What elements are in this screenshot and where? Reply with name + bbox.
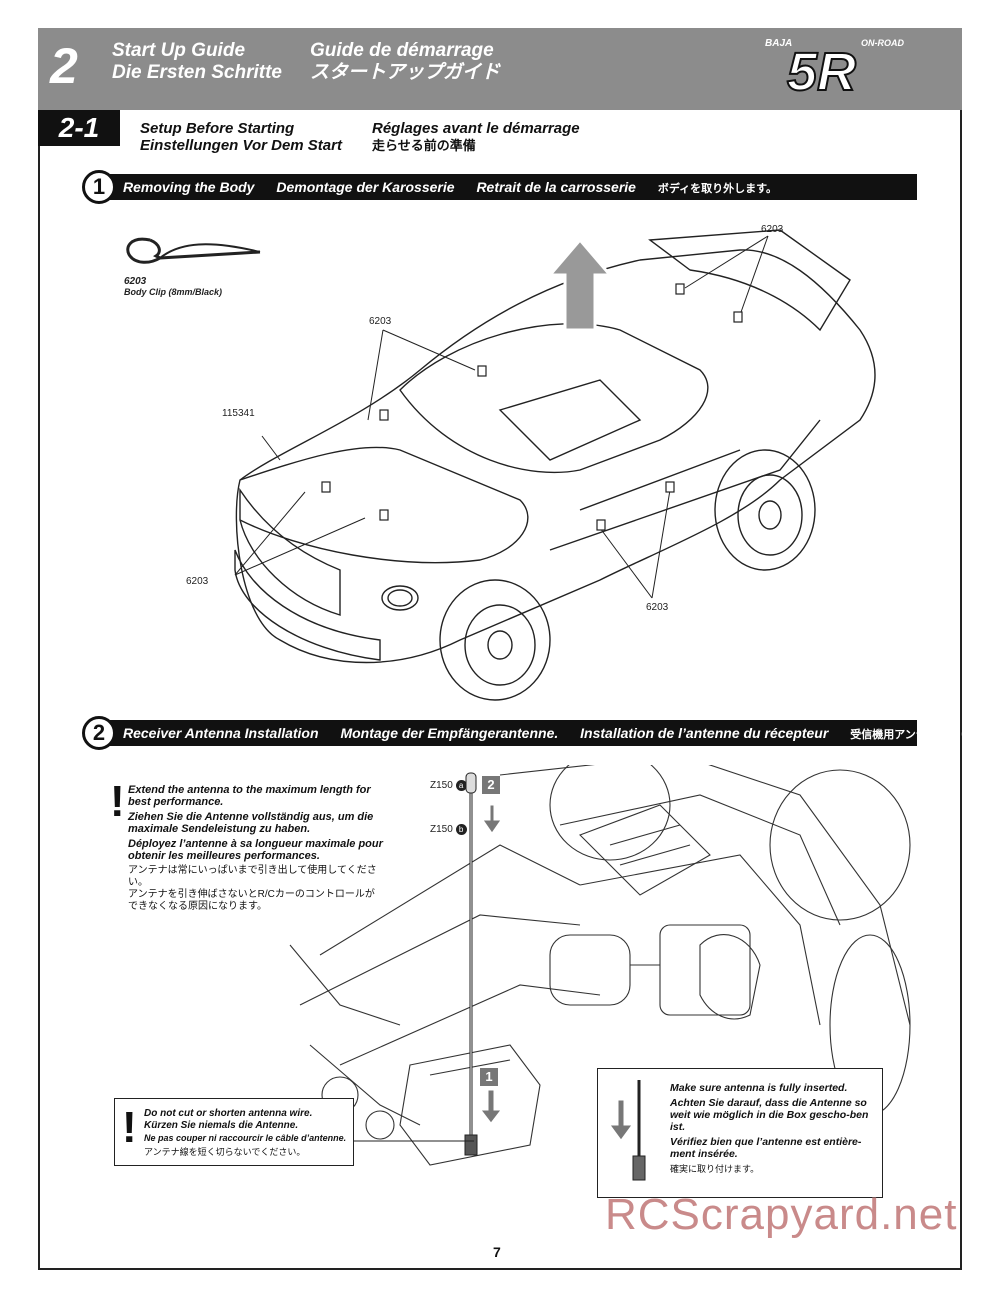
step2-title-de: Montage der Empfängerantenne. (340, 725, 559, 741)
step1-title-de: Demontage der Karosserie (276, 179, 455, 195)
baja-5r-logo: BAJA ON-ROAD 5R (765, 38, 904, 96)
callout-6203-lower-right: 6203 (646, 602, 669, 613)
page-header (38, 28, 962, 110)
part-b-mark: b (455, 824, 467, 835)
logo-baja: BAJA (765, 38, 792, 49)
section-title-en: Setup Before Starting (140, 120, 295, 137)
note-insert-jp: 確実に取り付けます。 (670, 1164, 760, 1174)
note-main-de: Ziehen Sie die Antenne vollständig aus, … (128, 811, 374, 835)
step1-title-bar: Removing the Body Demontage der Karosser… (95, 174, 917, 200)
step2-title-bar: Receiver Antenna Installation Montage de… (95, 720, 1000, 746)
note-main-jp-2: アンテナを引き伸ばさないとR/Cカーのコントロールが (128, 889, 375, 900)
step1-title-jp: ボディを取り外します。 (657, 183, 777, 195)
note-cut-de: Kürzen Sie niemals die Antenne. (144, 1120, 299, 1131)
watermark: RCScrapyard.net (605, 1190, 958, 1239)
step1-number: 1 (82, 170, 116, 204)
note-cut-fr: Ne pas couper ni raccourcir le câble d’a… (144, 1133, 347, 1143)
note-main-jp-3: できなくなる原因になります。 (128, 901, 267, 912)
callout-6203-top-right: 6203 (761, 224, 784, 235)
note-cut-jp: アンテナ線を短く切らないでください。 (144, 1147, 306, 1157)
chassis-antenna-illustration (289, 765, 911, 1166)
part-a-mark: a (455, 780, 467, 791)
step1-title-en: Removing the Body (123, 179, 255, 195)
title-fr: Guide de démarrage (310, 40, 494, 61)
antenna-insert-detail (609, 1080, 646, 1181)
step2-title-fr: Installation de l’antenne du récepteur (580, 725, 829, 741)
warning-box-cut (114, 1098, 354, 1166)
callout-115341-body: 115341 (222, 408, 255, 419)
section-title-jp: 走らせる前の準備 (372, 138, 476, 153)
part-z150-b: Z150 b (430, 824, 467, 835)
note-main-en: Extend the antenna to the maximum length… (128, 784, 371, 808)
notes-insert: Make sure antenna is fully inserted. Ach… (670, 1082, 875, 1175)
warning-mark-cut: ! (122, 1103, 137, 1152)
content-frame (38, 110, 962, 1270)
part-number-6203: 6203 (124, 276, 147, 287)
chapter-number: 2 (50, 38, 78, 94)
title-de: Die Ersten Schritte (112, 62, 282, 83)
cut-box-leader (354, 1140, 474, 1142)
title-jp: スタートアップガイド (310, 62, 501, 83)
notes-main: Extend the antenna to the maximum length… (128, 784, 388, 913)
step-tag-2: 2 (482, 776, 500, 794)
note-insert-fr: Vérifiez bien que l’antenne est entière-… (670, 1136, 862, 1160)
note-main-fr: Déployez l’antenne à sa longueur maximal… (128, 838, 383, 862)
callout-6203-upper-middle: 6203 (369, 316, 392, 327)
step2-number: 2 (82, 716, 116, 750)
section-title-de: Einstellungen Vor Dem Start (140, 137, 342, 154)
step2-title-en: Receiver Antenna Installation (123, 725, 319, 741)
notes-cut: Do not cut or shorten antenna wire. Kürz… (144, 1108, 349, 1158)
step-tag-1: 1 (480, 1068, 498, 1086)
logo-onroad: ON-ROAD (861, 38, 904, 48)
note-cut-en: Do not cut or shorten antenna wire. (144, 1108, 313, 1119)
step1-title-fr: Retrait de la carrosserie (476, 179, 636, 195)
body-clip-icon (126, 237, 261, 264)
part-z150-a: Z150 a (430, 780, 467, 791)
car-body-illustration (234, 229, 876, 701)
step2-title-jp: 受信機用アンテナを取り付けます。 (850, 729, 1000, 741)
page-number: 7 (493, 1244, 501, 1260)
section-badge: 2-1 (38, 110, 120, 146)
title-en: Start Up Guide (112, 40, 246, 61)
note-main-jp-1: アンテナは常にいっぱいまで引き出して使用してください。 (128, 865, 377, 888)
callout-6203-lower-left: 6203 (186, 576, 209, 587)
note-insert-de: Achten Sie darauf, dass die Antenne so w… (670, 1097, 869, 1133)
logo-5r: 5R (787, 42, 856, 96)
section-title-fr: Réglages avant le démarrage (372, 120, 580, 137)
warning-mark-main: ! (110, 777, 125, 826)
note-insert-en: Make sure antenna is fully inserted. (670, 1082, 848, 1094)
part-name-body-clip: Body Clip (8mm/Black) (124, 287, 223, 297)
